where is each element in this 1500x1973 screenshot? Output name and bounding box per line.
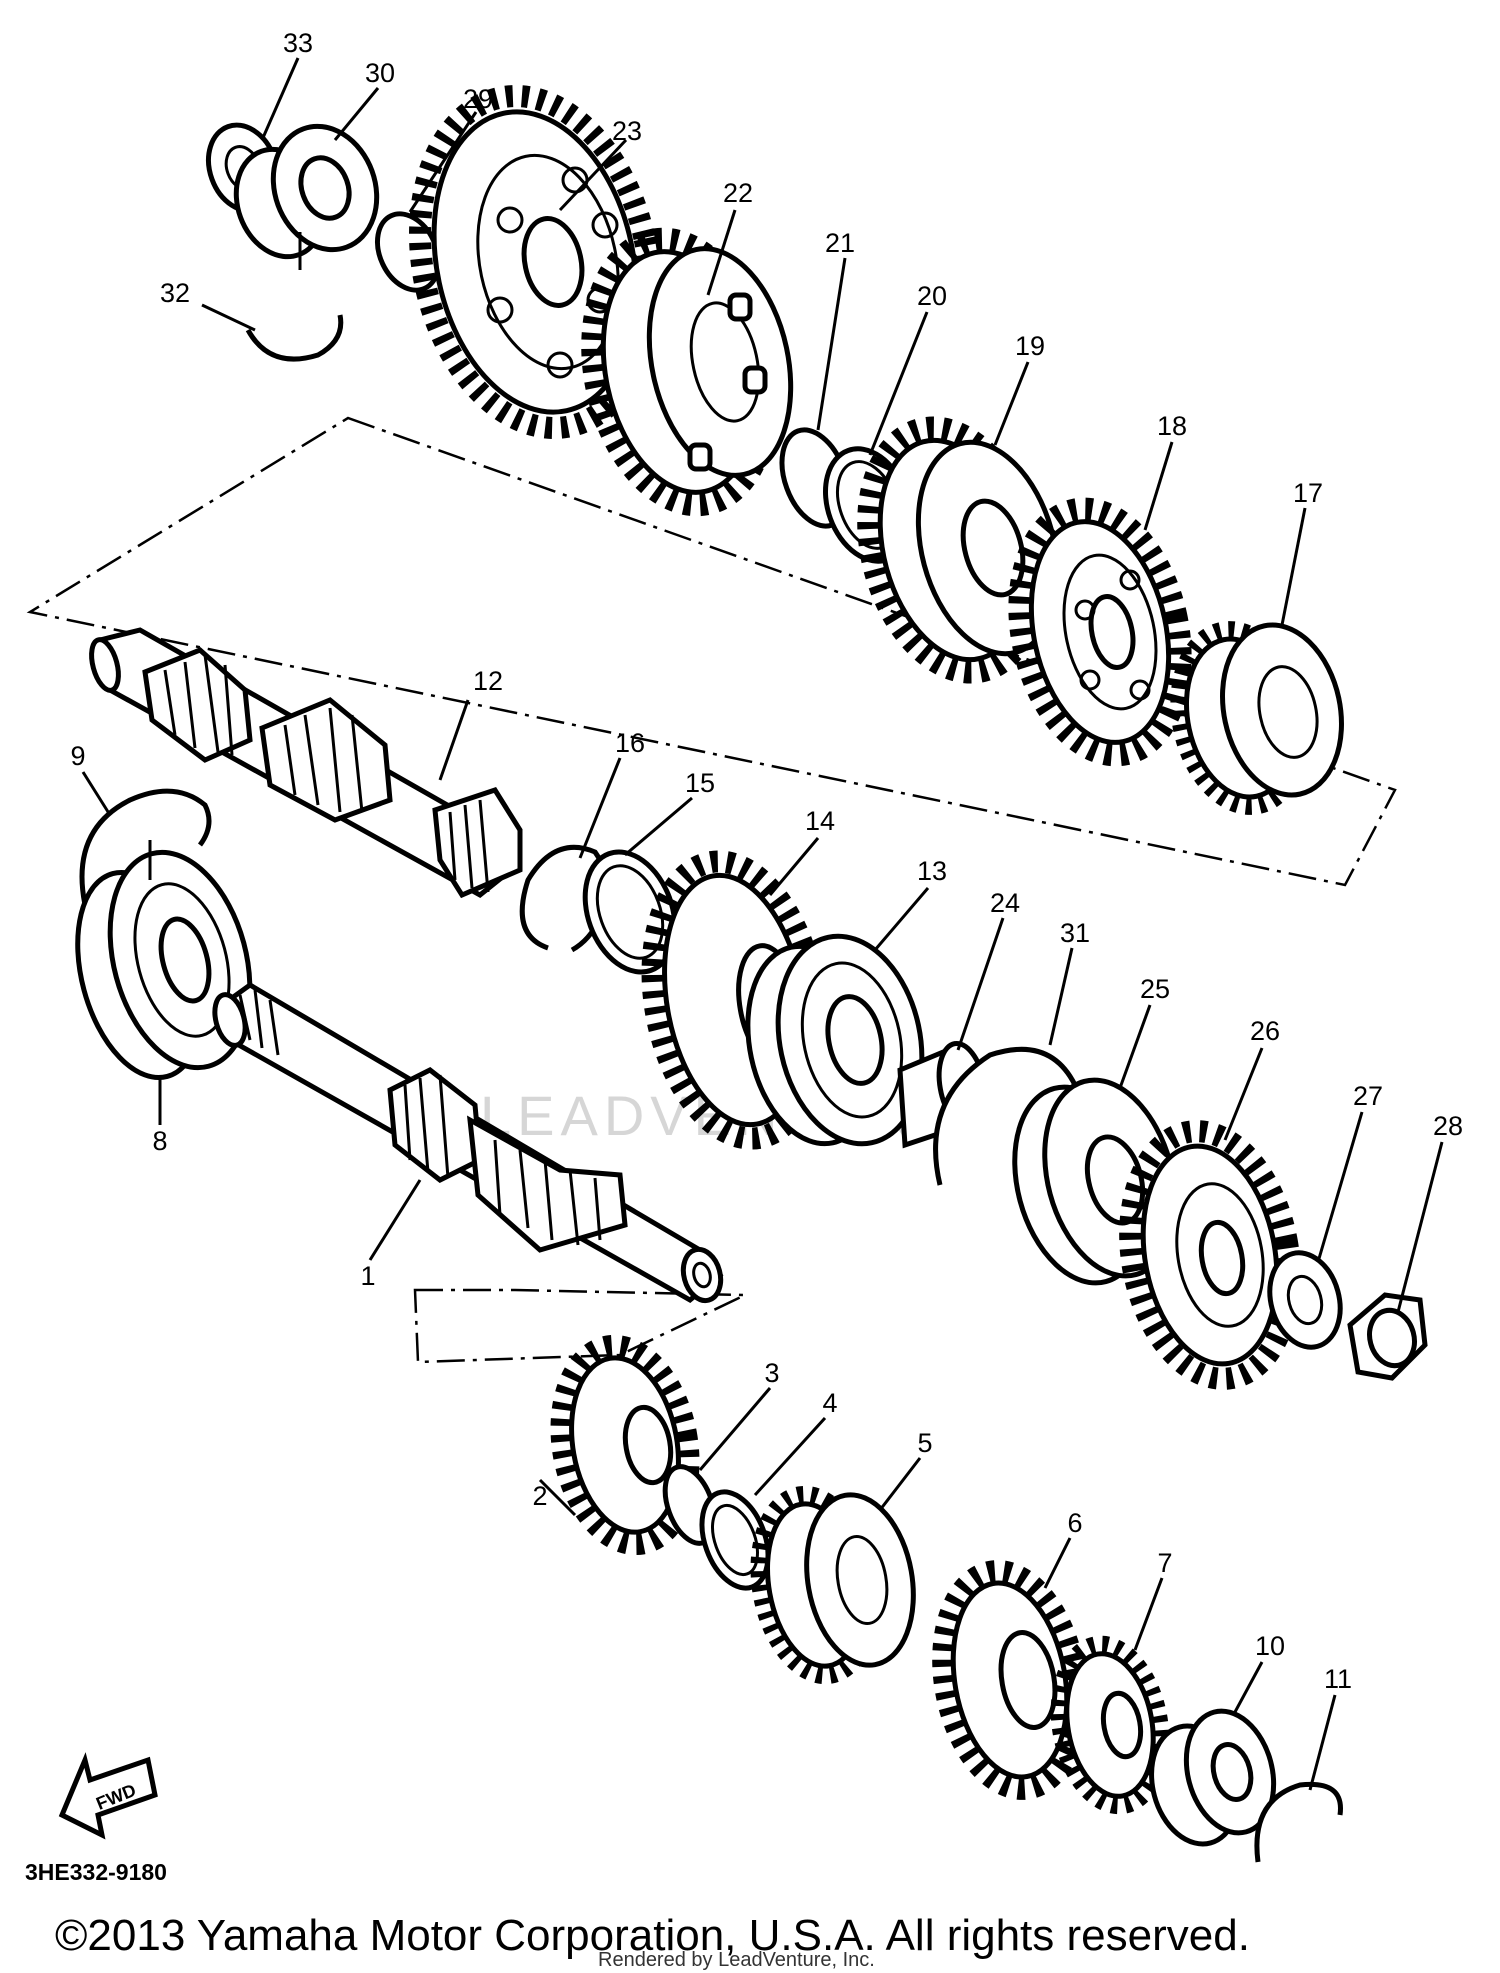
callout-33: 33 — [283, 28, 313, 58]
leader-lines — [81, 57, 1444, 1791]
part-13-bearing[interactable] — [731, 923, 941, 1158]
callout-24: 24 — [990, 888, 1020, 918]
callout-1: 1 — [360, 1261, 375, 1291]
callout-3: 3 — [764, 1358, 779, 1388]
part-32-circlip[interactable] — [245, 314, 344, 362]
callout-17: 17 — [1293, 478, 1323, 508]
part-2-gear[interactable] — [547, 1334, 704, 1556]
part-6-gear[interactable] — [927, 1560, 1093, 1800]
callout-21: 21 — [825, 228, 855, 258]
callout-11: 11 — [1324, 1664, 1352, 1694]
callout-23: 23 — [612, 116, 642, 146]
callout-31: 31 — [1060, 918, 1090, 948]
diagram-part-number: 3HE332-9180 — [25, 1859, 167, 1885]
fwd-arrow-icon: FWD — [58, 1752, 158, 1840]
callout-9: 9 — [70, 741, 85, 771]
callout-labels: 33 30 29 23 22 21 20 19 18 17 32 12 16 1… — [70, 28, 1463, 1694]
part-1-main-axle[interactable] — [210, 982, 726, 1305]
copyright-text: ©2013 Yamaha Motor Corporation, U.S.A. A… — [55, 1911, 1250, 1960]
callout-10: 10 — [1255, 1631, 1285, 1661]
callout-30: 30 — [365, 58, 395, 88]
part-17-gear[interactable] — [1163, 614, 1357, 819]
callout-16: 16 — [615, 728, 645, 758]
callout-22: 22 — [723, 178, 753, 208]
callout-14: 14 — [805, 806, 835, 836]
callout-5: 5 — [917, 1428, 932, 1458]
callout-8: 8 — [152, 1126, 167, 1156]
callout-12: 12 — [473, 666, 503, 696]
part-18-gear[interactable] — [998, 494, 1203, 771]
callout-15: 15 — [685, 768, 715, 798]
part-11-circlip[interactable] — [1254, 1781, 1343, 1863]
part-30-bearing[interactable] — [222, 112, 394, 269]
callout-4: 4 — [822, 1388, 837, 1418]
callout-32: 32 — [160, 278, 190, 308]
callout-29: 29 — [463, 84, 493, 114]
part-26-drive-sprocket[interactable] — [1111, 1118, 1308, 1391]
callout-13: 13 — [917, 856, 947, 886]
callout-28: 28 — [1433, 1111, 1463, 1141]
part-19-gear[interactable] — [842, 409, 1079, 692]
callout-19: 19 — [1015, 331, 1045, 361]
part-27-lock-washer[interactable] — [1260, 1245, 1351, 1355]
part-31-circlip[interactable] — [933, 1046, 1078, 1186]
rendered-by-text: Rendered by LeadVenture, Inc. — [598, 1949, 875, 1971]
group-frame-lower — [413, 1288, 746, 1364]
callout-25: 25 — [1140, 974, 1170, 1004]
callout-27: 27 — [1353, 1081, 1383, 1111]
part-7-gear[interactable] — [1047, 1635, 1174, 1815]
part-5-gear[interactable] — [745, 1485, 926, 1685]
part-22-gear[interactable] — [569, 222, 811, 521]
callout-20: 20 — [917, 281, 947, 311]
callout-6: 6 — [1067, 1508, 1082, 1538]
callout-26: 26 — [1250, 1016, 1280, 1046]
callout-18: 18 — [1157, 411, 1187, 441]
callout-2: 2 — [532, 1481, 547, 1511]
part-10-bearing[interactable] — [1139, 1701, 1287, 1854]
callout-7: 7 — [1157, 1548, 1172, 1578]
part-28-nut[interactable] — [1347, 1292, 1428, 1381]
part-12-drive-axle[interactable] — [87, 627, 523, 899]
